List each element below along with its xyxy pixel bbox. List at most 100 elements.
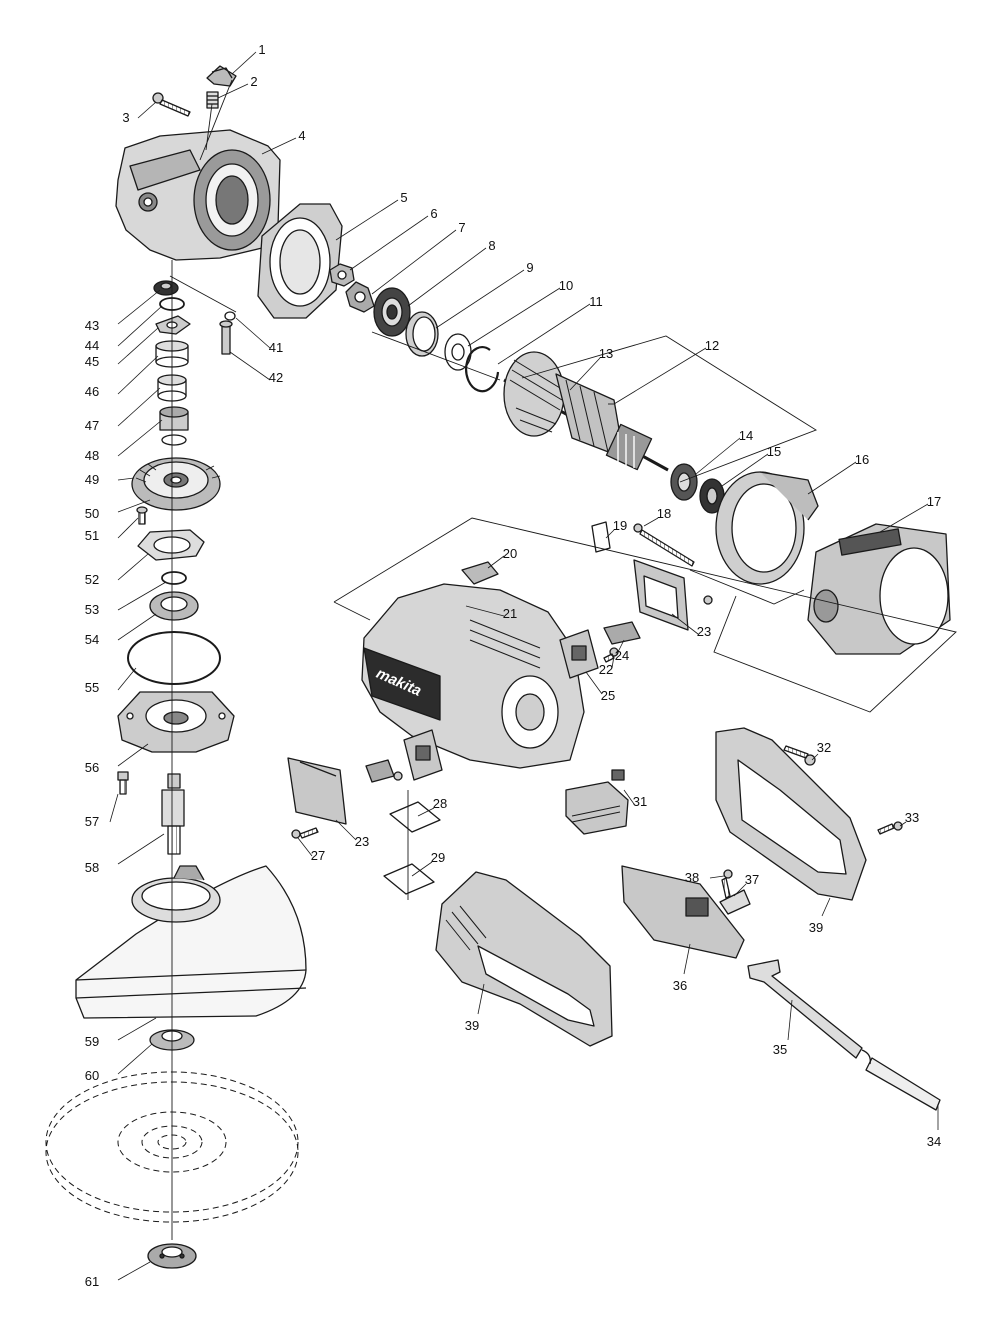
part-armature <box>503 351 669 472</box>
callout-58: 58 <box>85 833 165 875</box>
part-screw-33 <box>877 821 903 835</box>
callout-leader-line <box>117 553 149 581</box>
callout-leader-line <box>117 289 161 325</box>
callout-20: 20 <box>487 546 517 569</box>
part-screw-27 <box>291 827 319 839</box>
callout-47: 47 <box>85 387 161 433</box>
part-pin-42 <box>219 320 233 355</box>
part-nut <box>329 263 355 287</box>
callout-leader-line <box>117 743 149 767</box>
callout-52: 52 <box>85 553 149 587</box>
callout-21: 21 <box>465 605 517 621</box>
callout-35: 35 <box>773 999 793 1057</box>
part-field <box>807 523 951 655</box>
callout-leader-line <box>117 613 157 641</box>
callout-25: 25 <box>585 671 615 703</box>
callout-42: 42 <box>229 351 283 385</box>
callout-leader-line <box>411 861 433 877</box>
callout-number: 54 <box>85 632 99 647</box>
callout-leader-line <box>733 883 747 897</box>
callout-29: 29 <box>411 850 445 877</box>
callout-number: 1 <box>258 42 265 57</box>
callout-6: 6 <box>349 206 438 271</box>
callout-leader-line <box>899 821 907 827</box>
callout-44: 44 <box>85 305 163 353</box>
callout-15: 15 <box>721 444 781 487</box>
callout-leader-line <box>109 793 119 823</box>
callout-27: 27 <box>297 837 325 863</box>
callout-number: 53 <box>85 602 99 617</box>
part-pinion <box>345 281 375 313</box>
part-bearing-43 <box>153 280 179 296</box>
callout-13: 13 <box>569 346 613 391</box>
callout-number: 11 <box>589 294 603 309</box>
part-switch-36 <box>621 865 745 959</box>
part-washer-45 <box>155 315 191 335</box>
part-bearing-retainer <box>137 529 205 561</box>
assembly-lines <box>169 79 957 1240</box>
callout-39: 39 <box>809 897 831 935</box>
part-controller-31 <box>565 769 629 835</box>
callout-34: 34 <box>927 1104 941 1149</box>
callout-number: 20 <box>503 546 517 561</box>
part-brush-holder-25 <box>559 629 599 679</box>
callout-leader-line <box>117 517 139 539</box>
callout-number: 24 <box>615 648 629 663</box>
callout-number: 12 <box>705 338 719 353</box>
callout-number: 9 <box>526 260 533 275</box>
callout-leader-line <box>117 499 151 513</box>
callout-number: 5 <box>400 190 407 205</box>
part-fan-baffle <box>715 471 819 585</box>
part-carbon-brush-24 <box>603 621 641 645</box>
callout-number: 36 <box>673 978 687 993</box>
callout-leader-line <box>117 1017 157 1041</box>
part-gear-housing <box>115 129 281 261</box>
callout-number: 46 <box>85 384 99 399</box>
callout-leader-line <box>585 671 603 695</box>
part-brush-holder-left <box>365 729 443 783</box>
callout-51: 51 <box>85 517 139 543</box>
callout-60: 60 <box>85 1043 153 1083</box>
callout-leader-line <box>465 605 505 617</box>
part-ring-9 <box>405 311 439 357</box>
callout-number: 43 <box>85 318 99 333</box>
callout-leader-line <box>611 655 615 669</box>
callout-number: 19 <box>613 518 627 533</box>
part-screw-57 <box>117 771 129 795</box>
callout-12: 12 <box>613 338 719 405</box>
callout-number: 61 <box>85 1274 99 1289</box>
callout-leader-line <box>117 477 135 481</box>
part-screw-38 <box>721 869 733 899</box>
callout-number: 17 <box>927 494 941 509</box>
part-power-cord <box>861 1049 941 1111</box>
callout-leader-line <box>349 215 429 271</box>
callout-number: 58 <box>85 860 99 875</box>
callout-leader-line <box>117 1043 153 1075</box>
part-screw-32 <box>783 745 816 766</box>
callout-number: 22 <box>599 662 613 677</box>
callout-43: 43 <box>85 289 161 333</box>
callout-number: 18 <box>657 506 671 521</box>
callout-leader-line <box>231 51 257 75</box>
part-bearing-54 <box>149 591 199 621</box>
callout-number: 34 <box>927 1134 941 1149</box>
callout-2: 2 <box>217 74 258 99</box>
callout-number: 42 <box>269 370 283 385</box>
callout-leader-line <box>371 229 457 295</box>
part-bearing-8 <box>373 287 411 337</box>
callout-54: 54 <box>85 613 157 647</box>
callout-14: 14 <box>695 428 753 475</box>
callout-leader-line <box>721 453 769 487</box>
callout-leader-line <box>297 837 313 857</box>
callout-28: 28 <box>417 796 447 817</box>
callout-24: 24 <box>615 639 629 663</box>
callout-number: 29 <box>431 850 445 865</box>
callout-46: 46 <box>85 355 159 399</box>
part-o-ring-55 <box>127 631 221 685</box>
callout-number: 16 <box>855 452 869 467</box>
part-label-28 <box>389 801 441 833</box>
callout-number: 33 <box>905 810 919 825</box>
callout-32: 32 <box>811 740 831 761</box>
callout-number: 50 <box>85 506 99 521</box>
callout-number: 14 <box>739 428 753 443</box>
